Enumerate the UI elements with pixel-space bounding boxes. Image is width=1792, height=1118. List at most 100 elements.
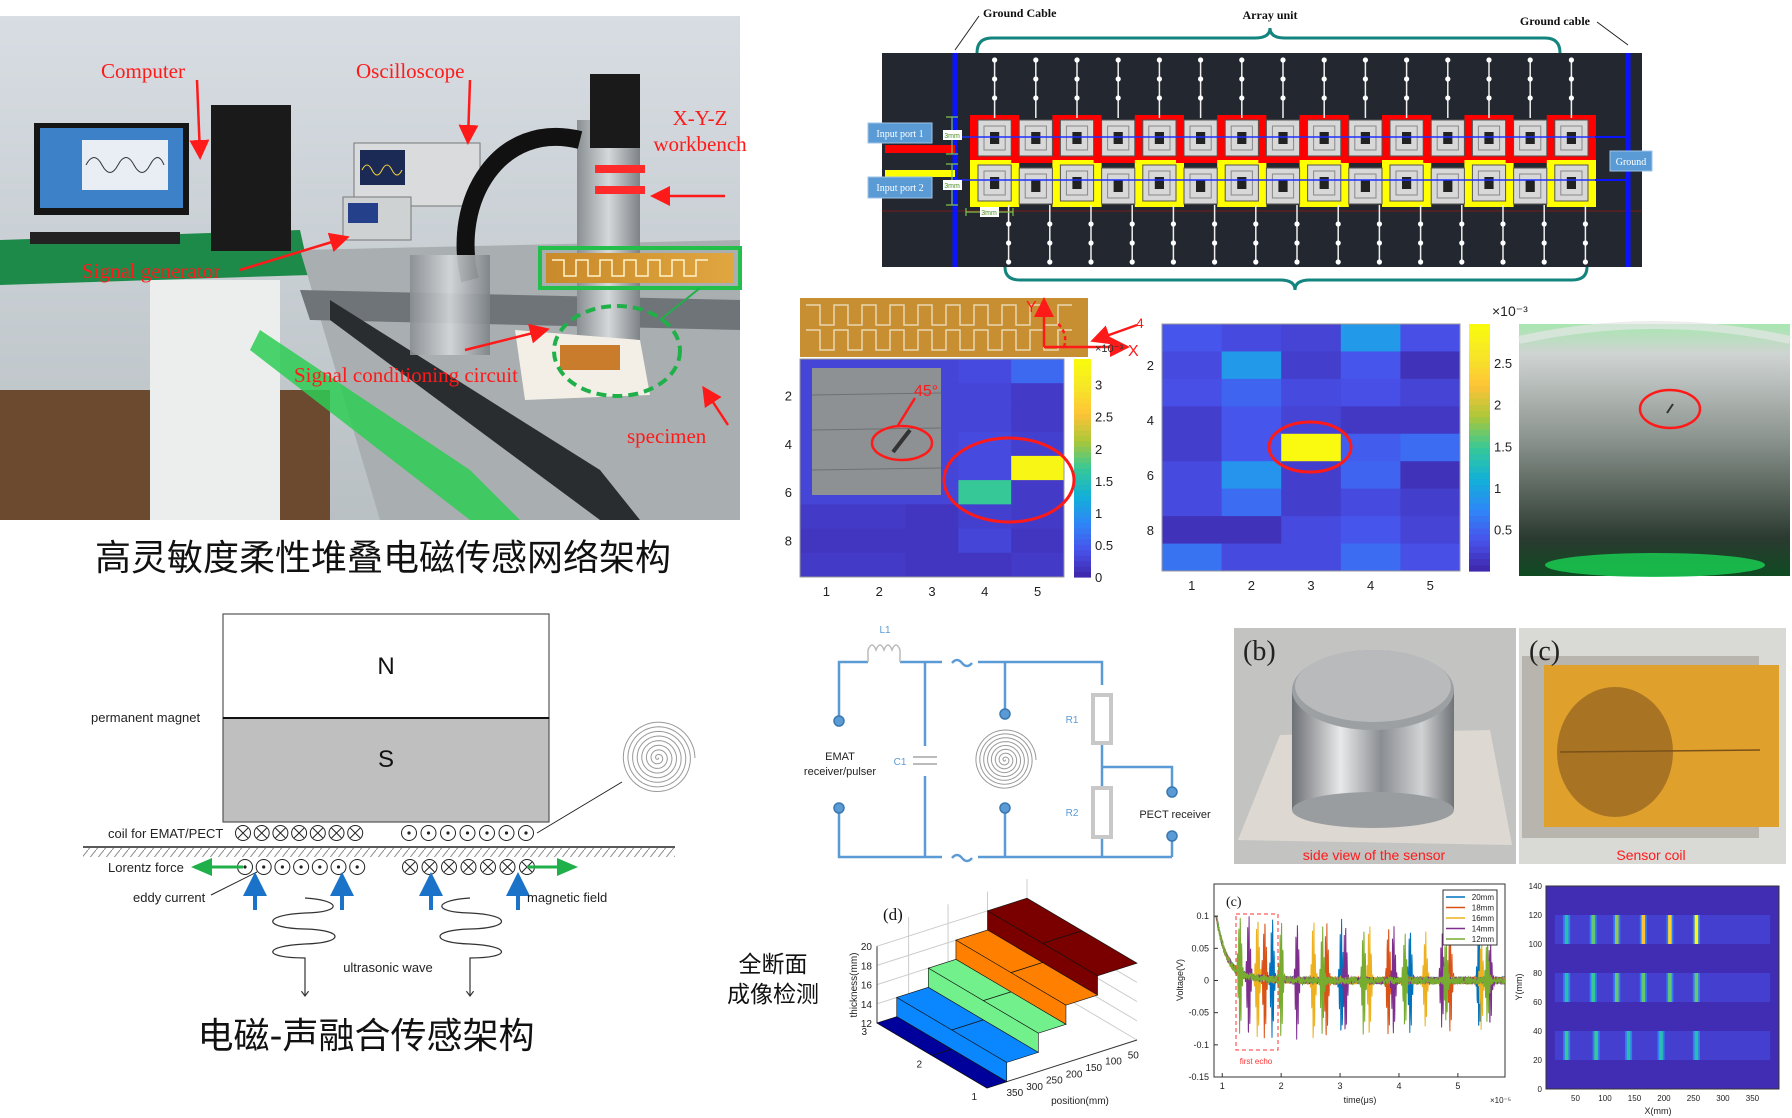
heatmap-cell [1221,378,1282,407]
array-coil-core [1237,132,1247,144]
cross-mark [502,861,513,873]
dot-mark [485,831,489,835]
array-coil-turn [1107,125,1130,151]
y-tick-label: -0.1 [1193,1040,1209,1050]
band-background [1554,915,1771,944]
colorbar-segment [1074,495,1091,502]
colorbar-segment [1469,336,1490,344]
dim-3mm-3: 3mm [981,210,997,217]
colorbar-segment [1469,546,1490,554]
heatmap-cell [1400,378,1461,407]
colorbar-segment [1469,416,1490,424]
label-input-port-1: Input port 1 [876,129,923,140]
pad [1115,95,1121,101]
array-coil-core [1072,132,1082,144]
array-coil-turn [1148,170,1171,196]
heatmap-cell [905,528,959,554]
colorbar-segment [1074,440,1091,447]
heatmap-cell [1221,543,1282,572]
pad [1376,221,1382,227]
pipe-defect-photo [1519,324,1790,576]
label-input-port-2: Input port 2 [876,183,923,194]
heatmap-cell [1281,543,1342,572]
pad [1088,221,1094,227]
array-coil-turn [1395,125,1418,151]
colorbar-segment [1074,424,1091,431]
colorbar-segment [1074,380,1091,387]
y-tick-label: 100 [1529,940,1543,949]
legend-label: 12mm [1472,935,1495,944]
colorbar-segment [1074,408,1091,415]
spiral-path [622,721,696,793]
pad [1294,240,1300,246]
pad [1239,95,1245,101]
colorbar-segment [1074,517,1091,524]
pad [1115,57,1121,63]
serpentine-segment [1093,153,1143,163]
colorbar-segment [1074,527,1091,534]
colorbar-segment [1469,342,1490,350]
array-coil-core [1278,132,1288,144]
colorbar-segment [1074,544,1091,551]
heatmap-cell [1162,378,1223,407]
magnet-south [222,717,550,823]
colorbar-segment [1469,354,1490,362]
dim-3mm-1: 3mm [944,133,960,140]
array-coil-turn [1189,125,1212,151]
colorbar-segment [1074,359,1091,366]
heatmap-cell [1162,324,1223,352]
setup-photo: Computer Oscilloscope X-Y-Z workbench Si… [0,16,747,520]
legend-label: 14mm [1472,925,1495,934]
array-coil-turn [1024,125,1047,151]
band-stripe-peak [1668,973,1672,1002]
label-r1: R1 [1066,715,1079,726]
x-tick-label: 2 [1248,578,1255,593]
label-lorentz-force: Lorentz force [108,860,184,875]
array-coil-core [1484,177,1494,189]
label-receiver-pulser: receiver/pulser [804,766,876,778]
terminal [999,802,1011,814]
x-tick-label: 1 [1188,578,1195,593]
terminal [1166,830,1178,842]
colorbar-segment [1469,533,1490,541]
x-tick-label: 3 [1307,578,1314,593]
label-north: N [377,653,394,680]
colorbar-segment [1074,506,1091,513]
heatmap-cell [1340,488,1401,517]
pad [1418,240,1424,246]
array-coil-turn [1271,125,1295,151]
terminal [833,715,845,727]
series-line-12mm [1214,915,1505,1036]
array-coil-turn [1065,170,1089,196]
pad [1212,240,1218,246]
colorbar-segment [1469,478,1490,486]
pad [1198,57,1204,63]
colorbar-segment [1074,451,1091,458]
position-tick-label: 350 [1006,1088,1023,1099]
title-imaging-line2: 成像检测 [727,982,819,1008]
cross-mark [404,861,416,873]
band-stripe-peak [1615,915,1619,944]
pad [1527,57,1533,63]
y-axis-label: thickness(mm) [849,952,860,1017]
pad [1006,221,1012,227]
x-tick-label: 1 [823,584,830,599]
colorbar-segment [1074,446,1091,453]
array-coil-core [1360,180,1370,192]
first-echo-box [1235,913,1279,1051]
colorbar-segment [1469,558,1490,566]
heatmap-cell [1011,455,1065,481]
specimen-zoom-box [538,246,742,290]
x-tick-label: 5 [1034,584,1041,599]
array-coil-core [1566,177,1576,189]
pad [1376,259,1382,265]
legend-label: 20mm [1472,893,1495,902]
array-coil-core [990,132,1000,144]
label-array-unit: Array unit [1243,8,1298,22]
array-coil-core [1154,177,1164,189]
x-tick-label: 100 [1598,1094,1612,1103]
array-coil-core [1525,132,1535,144]
legend-label: 16mm [1472,914,1495,923]
